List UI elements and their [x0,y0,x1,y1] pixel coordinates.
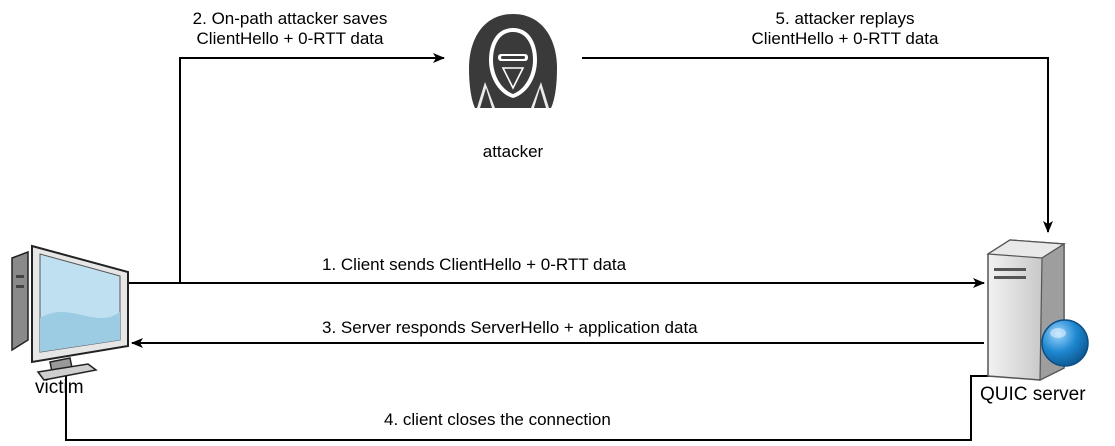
step1-label: 1. Client sends ClientHello + 0-RTT data [322,255,627,274]
step5-label: 5. attacker replays ClientHello + 0-RTT … [720,9,970,49]
step2-label-line1: 2. On-path attacker saves [192,9,388,28]
step4-label: 4. client closes the connection [384,410,611,429]
server-label: QUIC server [980,384,1086,405]
globe-icon [1041,319,1089,367]
attacker-label: attacker [482,142,544,161]
step5-label-line2: ClientHello + 0-RTT data [751,29,939,48]
step2-label-line2: ClientHello + 0-RTT data [196,29,384,48]
hooded-attacker-icon [469,14,557,108]
desktop-computer-icon [11,244,129,381]
step2-label: 2. On-path attacker saves ClientHello + … [155,9,425,49]
step3-label: 3. Server responds ServerHello + applica… [322,318,698,337]
step5-label-line1: 5. attacker replays [775,9,915,28]
step2-arrow [179,53,445,283]
step5-arrow [582,57,1053,233]
victim-label: victim [35,377,84,398]
